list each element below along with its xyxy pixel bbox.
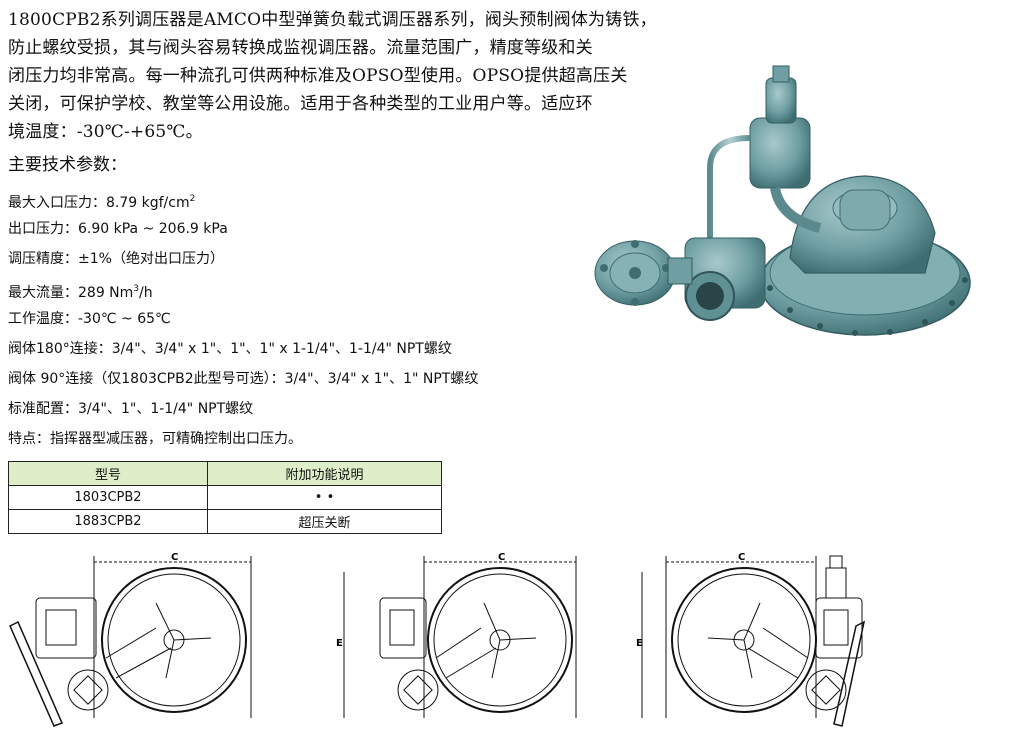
intro-line: 1800CPB2系列调压器是AMCO中型弹簧负载式调压器系列，阀头预制阀体为铸铁… (8, 10, 657, 30)
table-header-row: 型号 附加功能说明 (8, 461, 442, 486)
spec-title: 主要技术参数： (8, 155, 127, 175)
spec-list: 最大入口压力：8.79 kgf/cm2 出口压力：6.90 kPa ~ 206.… (8, 184, 618, 454)
intro-line: 闭压力均非常高。每一种流孔可供两种标准及OPSO型使用。OPSO提供超高压关 (8, 66, 628, 86)
header-model: 型号 (8, 461, 208, 486)
dimension-drawing-3: C E (636, 552, 866, 727)
intro-line: 防止螺纹受损，其与阀头容易转换成监视调压器。流量范围广，精度等级和关 (8, 38, 593, 58)
dimension-c-label: C (171, 552, 178, 563)
spec-temperature: 工作温度：-30℃ ~ 65℃ (8, 304, 618, 334)
spec-value: 8.79 kgf/cm (106, 195, 190, 211)
dimension-drawing-1: C E (9, 552, 252, 727)
spec-body-180: 阀体180°连接：3/4"、3/4" x 1"、1"、1" x 1-1/4"、1… (8, 341, 452, 357)
spec-label: 工作温度： (8, 311, 78, 327)
intro-line: 境温度：-30℃-+65℃。 (8, 122, 203, 142)
cell-feature: 超压关断 (207, 509, 442, 534)
intro-paragraph: 1800CPB2系列调压器是AMCO中型弹簧负载式调压器系列，阀头预制阀体为铸铁… (8, 6, 708, 146)
spec-value: 289 Nm (78, 285, 134, 301)
spec-max-flow: 最大流量：289 Nm3/h (8, 274, 618, 304)
intro-line: 关闭，可保护学校、教堂等公用设施。适用于各种类型的工业用户等。适应环 (8, 94, 593, 114)
spec-superscript: 2 (189, 194, 196, 204)
table-row: 1803CPB2 • • (8, 485, 442, 510)
spec-feature: 特点：指挥器型减压器，可精确控制出口压力。 (8, 431, 302, 447)
dimension-c-label: C (498, 552, 505, 563)
spec-label: 最大入口压力： (8, 195, 106, 211)
spec-standard: 标准配置：3/4"、1"、1-1/4" NPT螺纹 (8, 401, 254, 417)
spec-value: 6.90 kPa ~ 206.9 kPa (78, 221, 228, 237)
spec-body-90: 阀体 90°连接（仅1803CPB2此型号可选）：3/4"、3/4" x 1"、… (8, 371, 479, 387)
spec-value: -30℃ ~ 65℃ (78, 311, 171, 327)
table-row: 1883CPB2 超压关断 (8, 509, 442, 534)
spec-label: 调压精度： (8, 251, 78, 267)
dimension-e-label: E (336, 638, 343, 649)
spec-label: 最大流量： (8, 285, 78, 301)
cell-model: 1883CPB2 (8, 509, 208, 534)
dimension-drawing-2: C E (336, 552, 577, 718)
spec-superscript: 3 (133, 284, 140, 294)
regulator-product-image (594, 65, 971, 336)
cell-feature: • • (207, 485, 442, 510)
dimension-e-label: E (636, 638, 643, 649)
spec-outlet: 出口压力：6.90 kPa ~ 206.9 kPa (8, 214, 618, 244)
spec-label: 出口压力： (8, 221, 78, 237)
header-feature: 附加功能说明 (207, 461, 442, 486)
dimension-c-label: C (738, 552, 745, 563)
model-table: 型号 附加功能说明 1803CPB2 • • 1883CPB2 超压关断 (8, 461, 442, 534)
cell-model: 1803CPB2 (8, 485, 208, 510)
spec-unit: /h (139, 285, 153, 301)
spec-max-inlet: 最大入口压力：8.79 kgf/cm2 (8, 184, 618, 214)
spec-value: ±1%（绝对出口压力） (78, 251, 224, 267)
spec-accuracy: 调压精度：±1%（绝对出口压力） (8, 244, 618, 274)
